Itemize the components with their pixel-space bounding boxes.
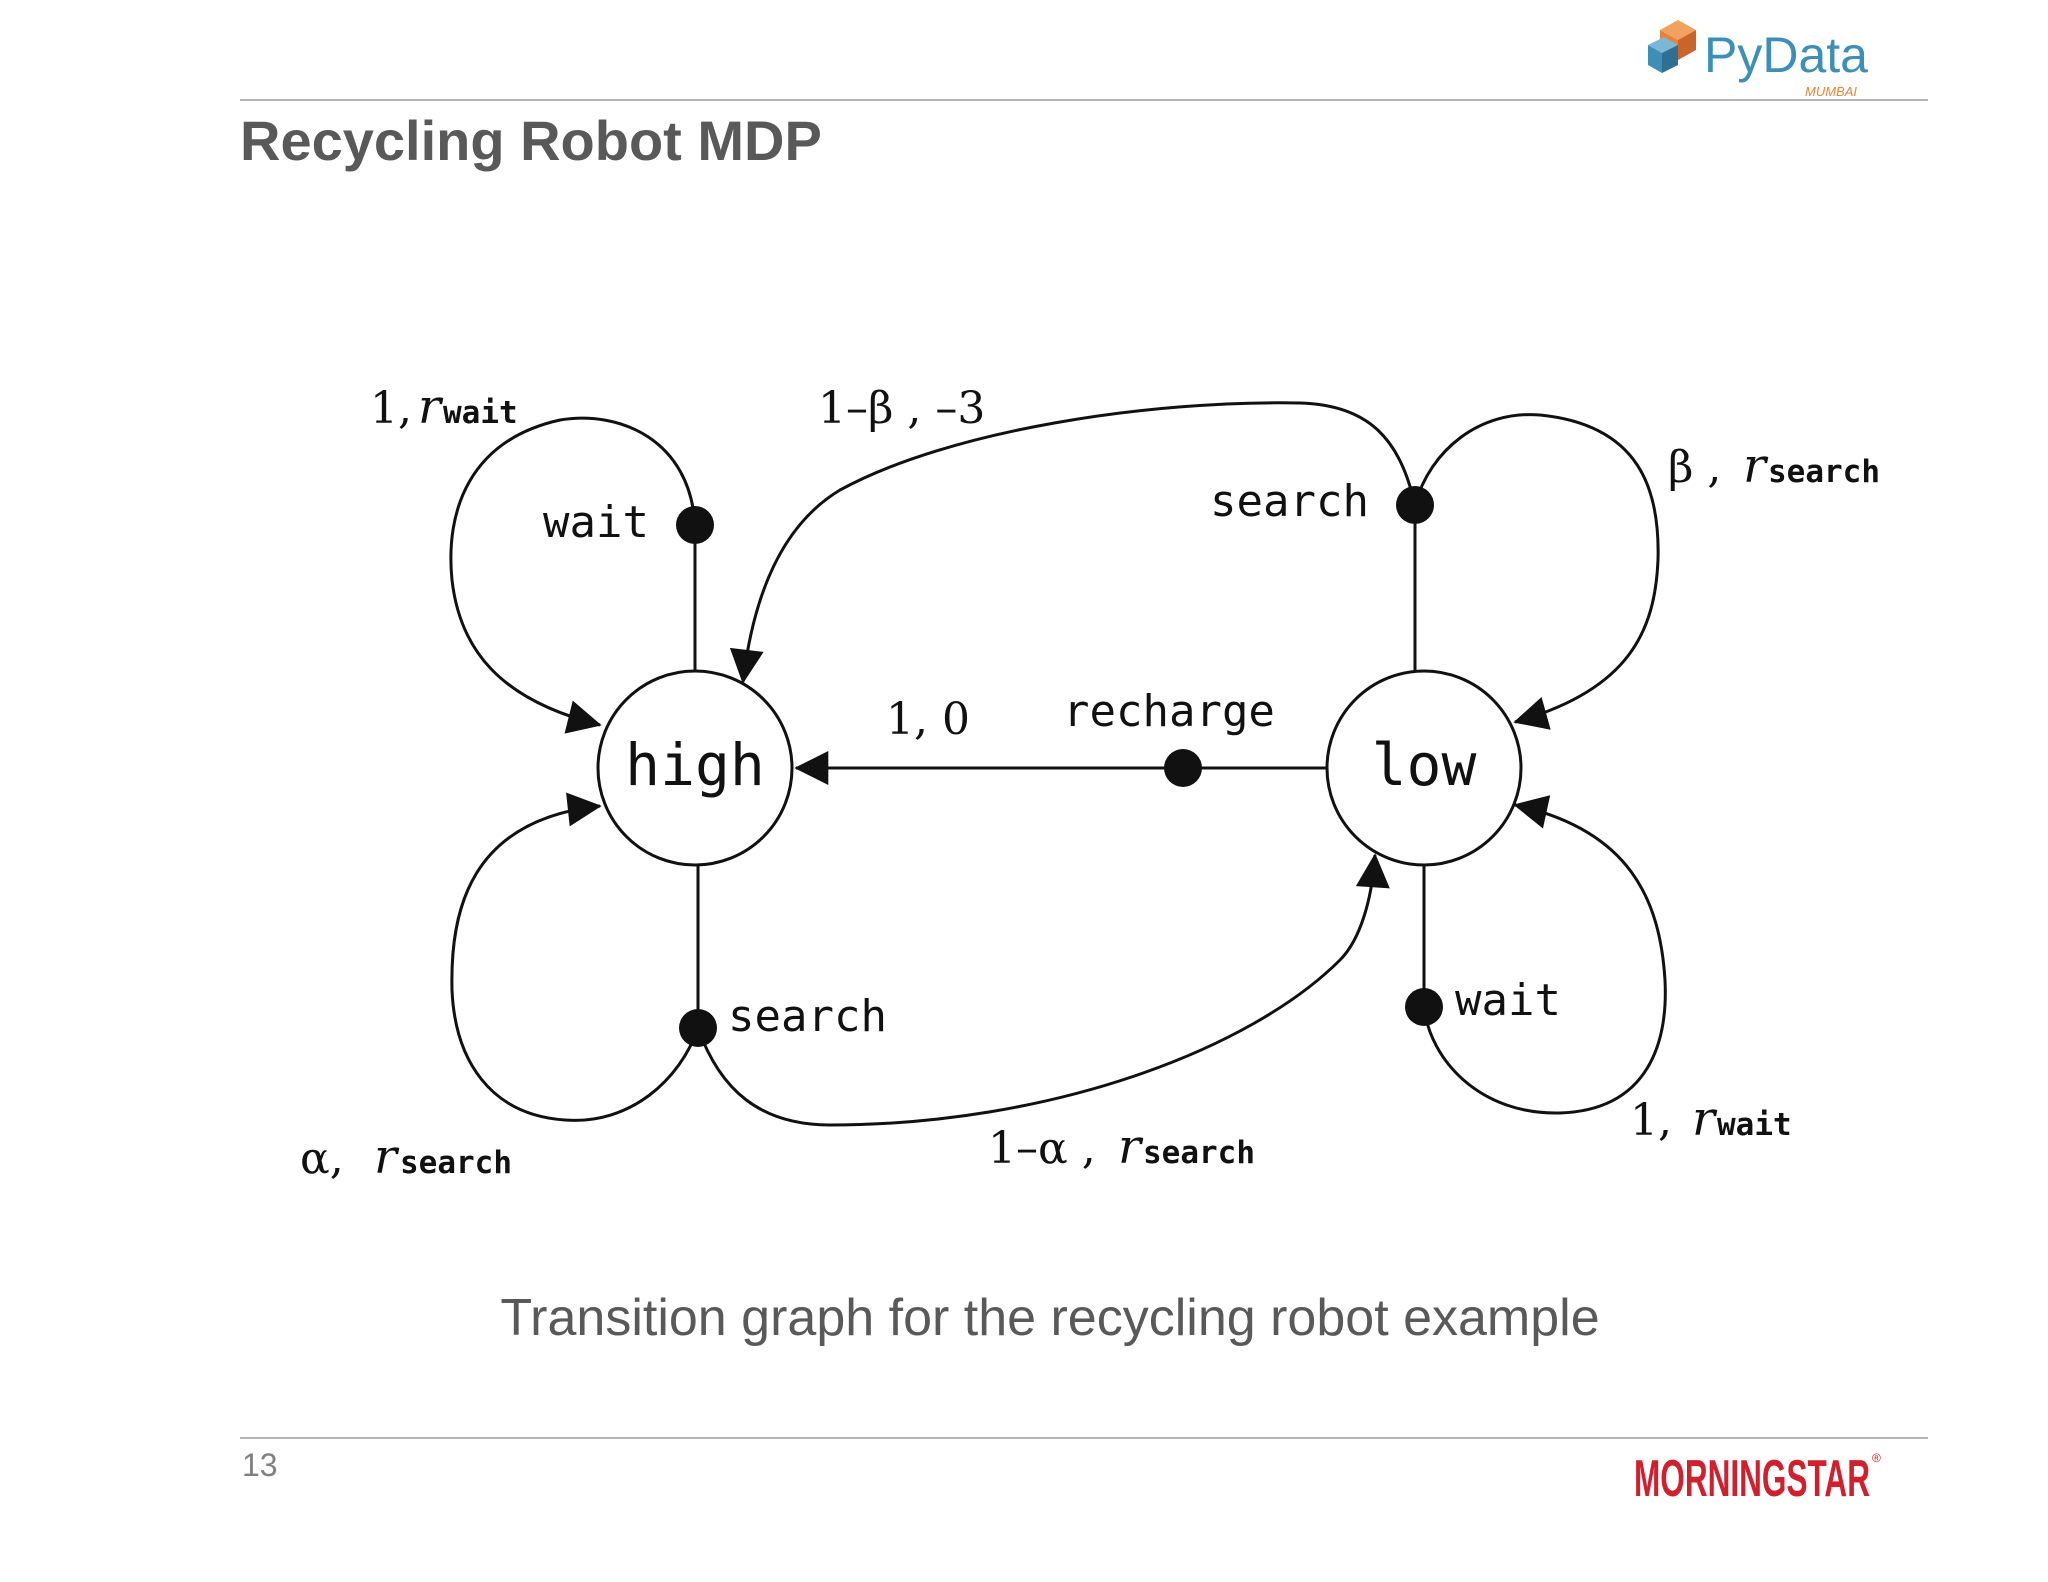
low-wait-reward-symbol: r (1692, 1091, 1718, 1147)
high-search-to-low-prob: 1–α , (988, 1123, 1096, 1174)
high-wait-reward-sub: wait (443, 395, 518, 431)
low-recharge-action-label: recharge (1063, 686, 1275, 737)
high-search-self-reward-sub: search (400, 1145, 512, 1181)
low-recharge-action-dot (1164, 749, 1202, 787)
high-search-self-prob: α, (300, 1133, 344, 1184)
low-search-to-high-label: 1–β , –3 (818, 383, 985, 434)
low-wait-prob: 1, (1630, 1095, 1672, 1146)
low-search-self-transition-label: β , r search (1668, 438, 1880, 494)
low-search-self-prob: β , (1668, 442, 1721, 493)
page-number: 13 (242, 1447, 278, 1483)
pydata-cube-icon (1648, 20, 1696, 73)
svg-text:®: ® (1872, 1451, 1881, 1465)
high-search-self-transition-label: α, r search (300, 1129, 512, 1185)
high-search-to-low-reward-sub: search (1143, 1135, 1255, 1171)
high-search-to-low-reward-symbol: r (1118, 1119, 1144, 1175)
morningstar-logo: MORNINGSTAR ® (1632, 1440, 1892, 1510)
high-search-action-dot (679, 1009, 717, 1047)
low-wait-self-arrow (1422, 795, 1667, 1115)
high-search-to-low-arrow (696, 853, 1390, 1127)
high-search-to-low-transition-label: 1–α , r search (988, 1119, 1255, 1175)
diagram-caption: Transition graph for the recycling robot… (500, 1289, 1600, 1347)
low-search-action-dot (1396, 486, 1434, 524)
state-high-label: high (625, 731, 765, 799)
high-wait-action-dot (676, 506, 714, 544)
low-search-action-label: search (1210, 476, 1369, 527)
low-search-to-high-arrow (729, 401, 1417, 684)
high-search-self-arrow (450, 792, 700, 1122)
pydata-logo-subtext: MUMBAI (1805, 84, 1857, 99)
high-search-self-reward-symbol: r (374, 1129, 400, 1185)
high-wait-self-arrow (449, 416, 697, 734)
high-wait-reward-symbol: r (418, 379, 444, 435)
high-wait-prob: 1, (370, 383, 412, 434)
state-low-label: low (1372, 731, 1477, 799)
pydata-logo: PyData MUMBAI (1640, 0, 1900, 100)
recharge-transition-label: 1, 0 (886, 694, 970, 745)
high-wait-transition-label: 1, r wait (370, 379, 518, 435)
low-wait-action-label: wait (1455, 975, 1561, 1026)
high-search-action-label: search (728, 991, 887, 1042)
low-wait-action-dot (1405, 988, 1443, 1026)
header-rule (240, 99, 1928, 101)
page-title: Recycling Robot MDP (240, 109, 822, 172)
low-search-self-reward-sub: search (1768, 454, 1880, 490)
low-search-self-reward-symbol: r (1743, 438, 1769, 494)
low-wait-reward-sub: wait (1717, 1107, 1792, 1143)
low-wait-transition-label: 1, r wait (1630, 1091, 1792, 1147)
high-wait-action-label: wait (543, 497, 649, 548)
footer-rule (240, 1437, 1928, 1439)
low-search-self-arrow (1413, 413, 1660, 730)
morningstar-logo-text: MORNINGSTAR (1634, 1450, 1870, 1508)
pydata-logo-text: PyData (1704, 27, 1868, 83)
